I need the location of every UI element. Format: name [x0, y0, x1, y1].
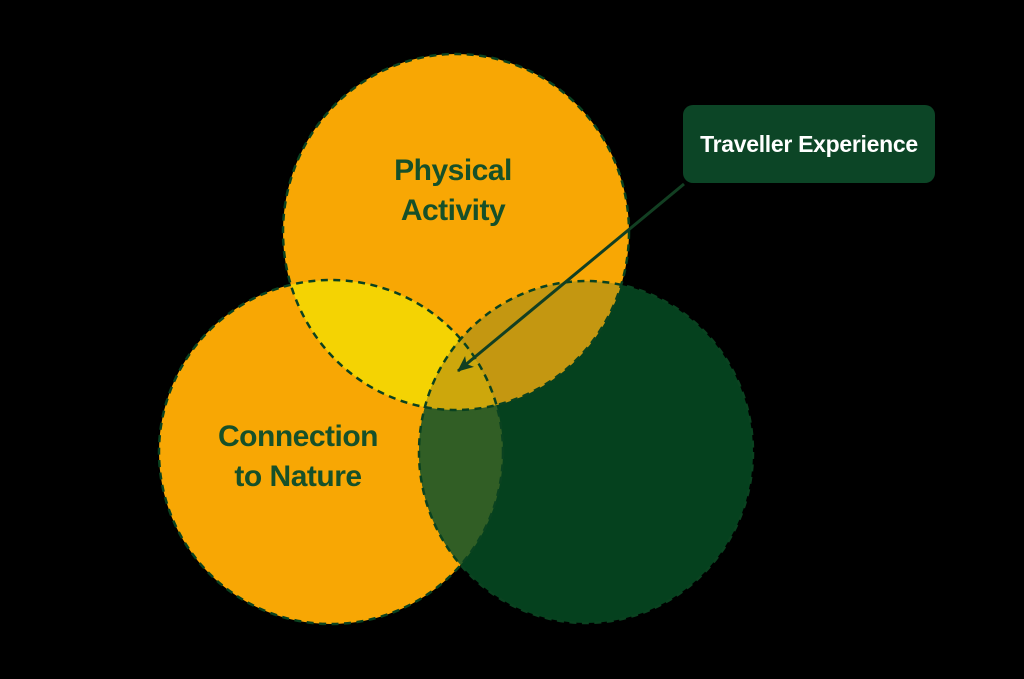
traveller-experience-callout: Traveller Experience	[683, 105, 935, 183]
callout-arrow	[457, 182, 685, 373]
physical-activity-circle-outline	[281, 52, 631, 412]
traveller-experience-callout-label: Traveller Experience	[700, 130, 918, 157]
overlap-physical-green	[419, 281, 629, 410]
dark-green-circle-outline	[417, 279, 755, 625]
connection-to-nature-circle-outline	[157, 278, 505, 626]
overlap-physical-nature	[283, 280, 503, 410]
